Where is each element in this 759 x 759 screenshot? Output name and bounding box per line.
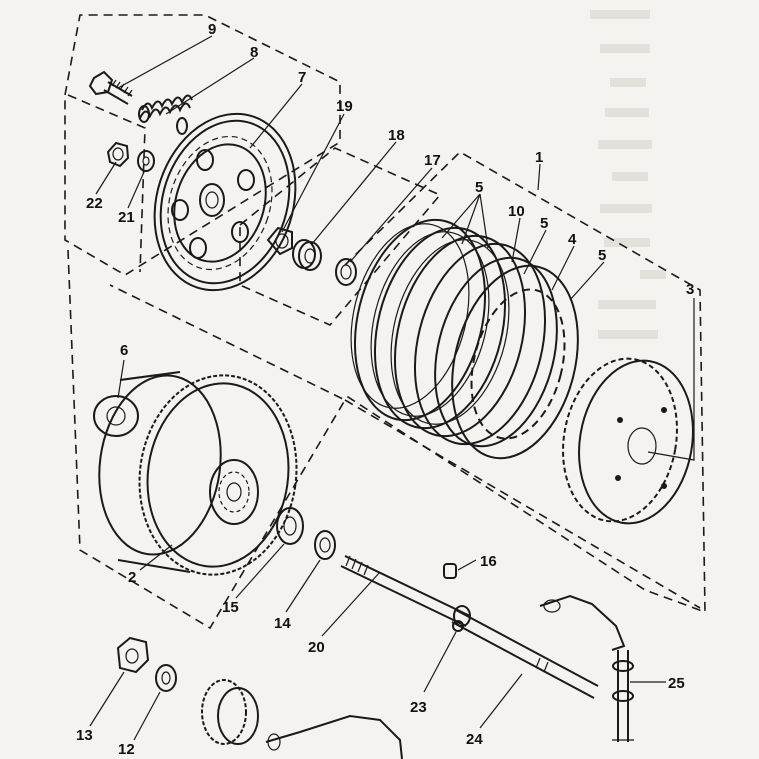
leader-22 xyxy=(95,161,117,195)
leader-19 xyxy=(281,113,345,233)
housing-assembly-box xyxy=(67,249,347,630)
callout-22: 22 xyxy=(86,195,103,212)
leader-12 xyxy=(133,691,161,741)
callout-19: 19 xyxy=(336,98,353,115)
washer-part-14 xyxy=(314,530,336,560)
callout-21: 21 xyxy=(118,209,135,226)
callout-9: 9 xyxy=(208,21,216,38)
leader-5b xyxy=(523,229,547,275)
callout-5c: 5 xyxy=(598,247,606,264)
leader-7 xyxy=(249,83,303,149)
leader-lines xyxy=(89,35,695,741)
callout-23: 23 xyxy=(410,699,427,716)
leader-14 xyxy=(285,559,321,613)
push-lever-part-25 xyxy=(539,594,634,742)
callout-6: 6 xyxy=(120,342,128,359)
callout-16: 16 xyxy=(480,553,497,570)
steel-plate-part-10 xyxy=(434,256,558,448)
bolt-part-9 xyxy=(88,70,133,105)
nut-part-13 xyxy=(116,636,150,674)
callout-5b: 5 xyxy=(540,215,548,232)
crankshaft-fragment xyxy=(265,714,403,759)
leader-3 xyxy=(647,298,695,461)
spring-part-8 xyxy=(138,94,193,135)
leader-20 xyxy=(321,571,381,637)
callout-7: 7 xyxy=(298,69,306,86)
washer-part-17 xyxy=(335,258,357,286)
leader-18 xyxy=(311,141,397,245)
push-plate-part-19 xyxy=(266,226,293,256)
pressure-plate-assembly-box xyxy=(64,14,341,276)
assembly-boxes xyxy=(64,14,706,630)
callout-17: 17 xyxy=(424,152,441,169)
washer-part-21 xyxy=(137,150,155,172)
callout-12: 12 xyxy=(118,741,135,758)
leader-10 xyxy=(511,217,521,263)
callout-1: 1 xyxy=(535,149,543,166)
clutch-hub-part-3 xyxy=(562,357,694,525)
leader-6 xyxy=(117,359,125,399)
bolt-group-box xyxy=(67,94,146,273)
leader-8 xyxy=(165,57,255,115)
primary-drive-gear xyxy=(201,679,259,745)
bearing-part-18 xyxy=(292,239,322,271)
bleed-through-text xyxy=(590,10,666,339)
leader-2 xyxy=(139,544,173,571)
lock-washer-part-6 xyxy=(93,395,139,437)
leader-5c xyxy=(569,261,605,301)
clutch-boss-part-4 xyxy=(451,264,579,460)
thrust-washer-part-15 xyxy=(276,507,304,545)
push-shaft-part-24 xyxy=(451,605,599,699)
leader-1 xyxy=(537,163,541,191)
leader-17 xyxy=(349,167,433,263)
callout-4: 4 xyxy=(568,231,577,248)
nut-part-22 xyxy=(106,141,130,168)
callout-labels: 9 8 7 19 18 17 1 5 10 5 4 5 3 22 21 6 2 … xyxy=(76,21,694,758)
callout-15: 15 xyxy=(222,599,239,616)
leader-21 xyxy=(127,171,145,209)
leader-15 xyxy=(235,543,285,599)
plate-pack-box xyxy=(344,151,706,614)
leader-13 xyxy=(89,671,125,727)
washer-part-12 xyxy=(155,664,177,692)
cushion-group-box xyxy=(239,147,442,326)
ball-part-16 xyxy=(443,563,457,579)
callout-10: 10 xyxy=(508,203,525,220)
callout-5a: 5 xyxy=(475,179,483,196)
callout-20: 20 xyxy=(308,639,325,656)
friction-plates-part-5 xyxy=(350,218,547,446)
callout-14: 14 xyxy=(274,615,291,632)
leader-5a xyxy=(441,193,489,249)
callout-3: 3 xyxy=(686,281,694,298)
leader-9 xyxy=(117,35,213,89)
pressure-plate-part-7 xyxy=(153,112,297,292)
callout-18: 18 xyxy=(388,127,405,144)
leader-16 xyxy=(457,559,477,571)
callout-8: 8 xyxy=(250,44,258,61)
leader-23 xyxy=(423,631,457,693)
callout-13: 13 xyxy=(76,727,93,744)
leader-24 xyxy=(479,673,523,729)
callout-25: 25 xyxy=(668,675,685,692)
callout-2: 2 xyxy=(128,569,136,586)
clutch-housing-part-2 xyxy=(98,371,298,576)
callout-24: 24 xyxy=(466,731,483,748)
leader-4 xyxy=(551,245,575,291)
plate-pack-lower-edge xyxy=(344,399,701,609)
push-rod-part-20 xyxy=(340,555,471,627)
